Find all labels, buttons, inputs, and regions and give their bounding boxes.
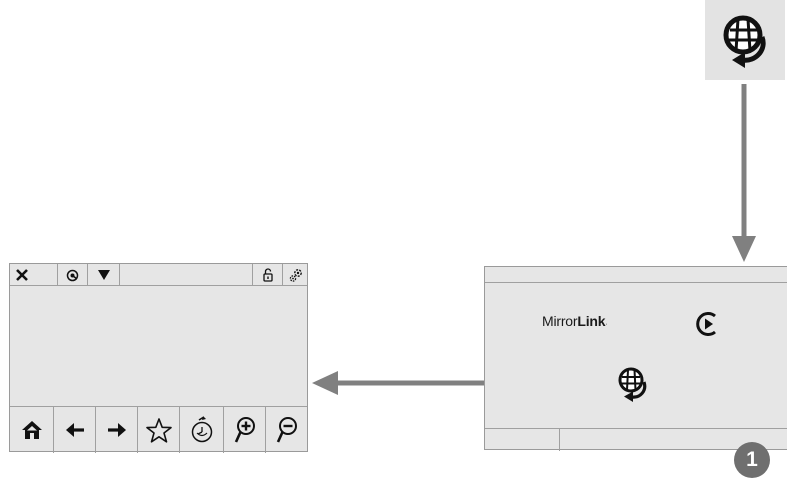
- forward-arrow-icon: [107, 423, 126, 437]
- lock-icon: [262, 268, 273, 282]
- arrow-left-head: [312, 371, 338, 395]
- star-icon: [145, 417, 172, 443]
- browser-app-button[interactable]: [615, 365, 651, 403]
- play-icon: [696, 312, 716, 336]
- browser-screen: [9, 263, 308, 453]
- close-button[interactable]: [10, 264, 58, 286]
- mirrorlink-logo-part1: Mirror: [542, 313, 578, 329]
- zoom-in-icon: [234, 417, 255, 443]
- mirrorlink-logo-part2: Link: [577, 313, 606, 329]
- home-top-bar: [485, 267, 787, 283]
- home-icon: [21, 421, 42, 439]
- close-icon: [16, 269, 28, 281]
- connection-button[interactable]: [58, 264, 88, 286]
- favorites-button[interactable]: [138, 407, 180, 453]
- lock-button[interactable]: [253, 264, 283, 286]
- browser-app-tile[interactable]: [705, 0, 785, 80]
- zoom-out-icon: [276, 417, 297, 443]
- address-bar[interactable]: [120, 264, 253, 286]
- zoom-out-button[interactable]: [266, 407, 308, 453]
- settings-gears-icon: [289, 269, 302, 282]
- settings-button[interactable]: [283, 264, 308, 286]
- history-clock-icon: [191, 416, 212, 443]
- globe-with-return-arrow-icon: [723, 15, 766, 68]
- media-play-button[interactable]: [695, 311, 721, 337]
- dropdown-triangle-icon: [97, 270, 110, 280]
- mirrorlink-logo-tm: ·: [605, 321, 608, 328]
- history-button[interactable]: [180, 407, 224, 453]
- back-arrow-icon: [65, 423, 84, 437]
- browser-toolbar: [10, 406, 308, 453]
- connection-icon: [66, 269, 79, 281]
- arrow-down-head: [732, 236, 756, 262]
- home-bottom-divider: [559, 429, 560, 451]
- step-number-badge: 1: [734, 442, 770, 478]
- dropdown-button[interactable]: [88, 264, 120, 286]
- home-button[interactable]: [10, 407, 54, 453]
- home-bottom-bar: [485, 428, 787, 451]
- back-button[interactable]: [54, 407, 96, 453]
- globe-with-return-arrow-icon: [618, 367, 647, 402]
- zoom-in-button[interactable]: [224, 407, 266, 453]
- forward-button[interactable]: [96, 407, 138, 453]
- browser-top-bar: [10, 264, 307, 286]
